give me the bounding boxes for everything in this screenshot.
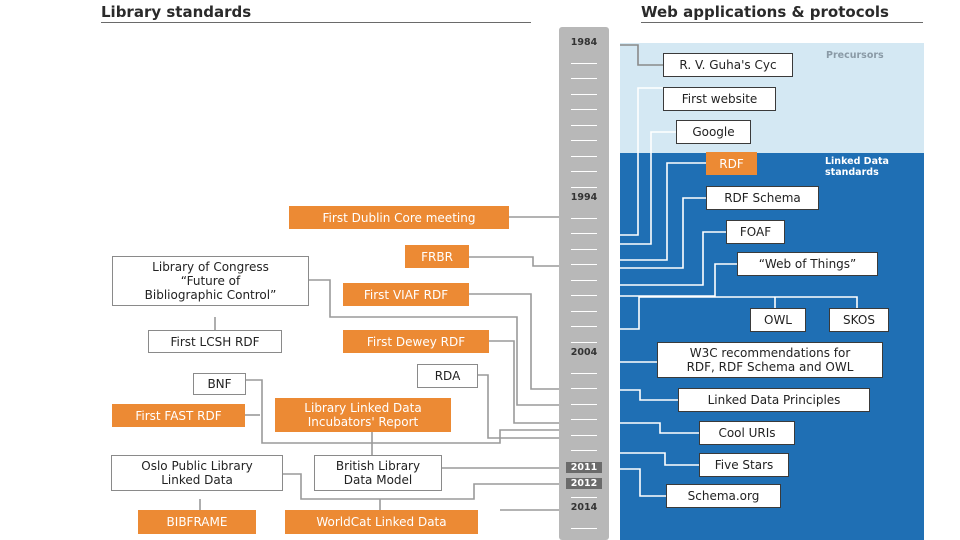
connector-linked-data-principles (620, 389, 678, 401)
rdf-box: RDF (706, 152, 757, 175)
guha-cyc-box: R. V. Guha's Cyc (663, 53, 793, 77)
connector-oslo (283, 473, 559, 500)
connector-first-website (620, 87, 663, 236)
dublin-core-box: First Dublin Core meeting (289, 206, 509, 229)
viaf-rdf-box: First VIAF RDF (343, 283, 469, 306)
connector-five-stars (620, 452, 699, 466)
timeline-tick (571, 140, 597, 141)
connector-dewey (489, 340, 559, 424)
timeline-tick (571, 63, 597, 64)
five-stars-box: Five Stars (699, 453, 789, 477)
connector-rdf-schema (620, 197, 706, 269)
timeline-bar (559, 27, 609, 540)
oslo-line-2: Linked Data (161, 473, 233, 487)
linked-data-principles-box: Linked Data Principles (678, 388, 870, 412)
timeline-tick (571, 404, 597, 405)
connector-foaf (620, 231, 726, 286)
timeline-tick (571, 171, 597, 172)
timeline-tick (571, 233, 597, 234)
incubator-line-2: Incubators' Report (307, 415, 419, 429)
year-2004-label: 2004 (570, 347, 598, 358)
fast-rdf-box: First FAST RDF (112, 404, 245, 427)
year-1984-label: 1984 (570, 37, 598, 48)
oslo-public-library-box: Oslo Public Library Linked Data (111, 455, 283, 491)
connector-rda (478, 374, 559, 439)
library-standards-header: Library standards (101, 3, 252, 21)
timeline-tick (571, 373, 597, 374)
british-library-box: British Library Data Model (314, 455, 442, 491)
library-of-congress-box: Library of Congress “Future of Bibliogra… (112, 256, 309, 306)
connector-frbr (469, 256, 559, 267)
connector-cool-uris (620, 422, 699, 434)
year-2012-label: 2012 (566, 478, 602, 489)
google-box: Google (676, 120, 751, 144)
loc-line-2: “Future of (180, 274, 241, 288)
timeline-tick (571, 342, 597, 343)
timeline-tick (571, 264, 597, 265)
connector-web-of-things (620, 263, 737, 297)
dewey-rdf-box: First Dewey RDF (343, 330, 489, 353)
bibframe-box: BIBFRAME (138, 510, 256, 534)
bnf-box: BNF (193, 373, 246, 395)
connector-guha-cyc (620, 44, 663, 66)
precursors-label: Precursors (826, 50, 884, 61)
loc-line-3: Bibliographic Control” (144, 288, 277, 302)
oslo-line-1: Oslo Public Library (141, 459, 253, 473)
linked-data-standards-label: Linked Data standards (825, 156, 889, 178)
connector-schema-org (620, 468, 666, 497)
connector-loc (309, 279, 559, 406)
timeline-tick (571, 435, 597, 436)
frbr-box: FRBR (405, 245, 469, 268)
lcsh-rdf-box: First LCSH RDF (148, 330, 282, 353)
timeline-tick (571, 295, 597, 296)
timeline-tick (571, 280, 597, 281)
connector-google (620, 131, 676, 245)
year-1994-label: 1994 (570, 192, 598, 203)
connector-owl-skos (620, 296, 858, 330)
timeline-tick (571, 326, 597, 327)
timeline-tick (571, 109, 597, 110)
year-2014-label: 2014 (570, 502, 598, 513)
timeline-tick (571, 94, 597, 95)
timeline-tick (571, 450, 597, 451)
cool-uris-box: Cool URIs (699, 421, 795, 445)
web-applications-header: Web applications & protocols (641, 3, 889, 21)
web-header-rule (641, 22, 923, 23)
timeline-tick (571, 497, 597, 498)
timeline-tick (571, 249, 597, 250)
connector-bnf (246, 379, 559, 444)
bl-line-2: Data Model (343, 473, 413, 487)
year-2011-label: 2011 (566, 462, 602, 473)
schema-org-box: Schema.org (666, 484, 781, 508)
timeline-tick (571, 78, 597, 79)
worldcat-linked-data-box: WorldCat Linked Data (285, 510, 478, 534)
incubator-report-box: Library Linked Data Incubators' Report (275, 398, 451, 432)
bl-line-1: British Library (335, 459, 421, 473)
timeline-tick (571, 388, 597, 389)
timeline-tick (571, 187, 597, 188)
web-of-things-box: “Web of Things” (737, 252, 878, 276)
w3c-line-1: W3C recommendations for (689, 346, 851, 360)
timeline-tick (571, 311, 597, 312)
timeline-tick (571, 218, 597, 219)
w3c-recommendations-box: W3C recommendations for RDF, RDF Schema … (657, 342, 883, 378)
foaf-box: FOAF (726, 220, 785, 244)
incubator-line-1: Library Linked Data (304, 401, 422, 415)
timeline-tick (571, 528, 597, 529)
loc-line-1: Library of Congress (152, 260, 269, 274)
rda-box: RDA (417, 364, 478, 388)
skos-box: SKOS (829, 308, 889, 332)
first-website-box: First website (663, 87, 776, 111)
timeline-tick (571, 419, 597, 420)
connector-rdf (620, 162, 706, 261)
timeline-tick (571, 156, 597, 157)
library-header-rule (101, 22, 531, 23)
timeline-tick (571, 125, 597, 126)
w3c-line-2: RDF, RDF Schema and OWL (686, 360, 854, 374)
owl-box: OWL (750, 308, 806, 332)
rdf-schema-box: RDF Schema (706, 186, 819, 210)
connector-viaf (469, 293, 559, 390)
